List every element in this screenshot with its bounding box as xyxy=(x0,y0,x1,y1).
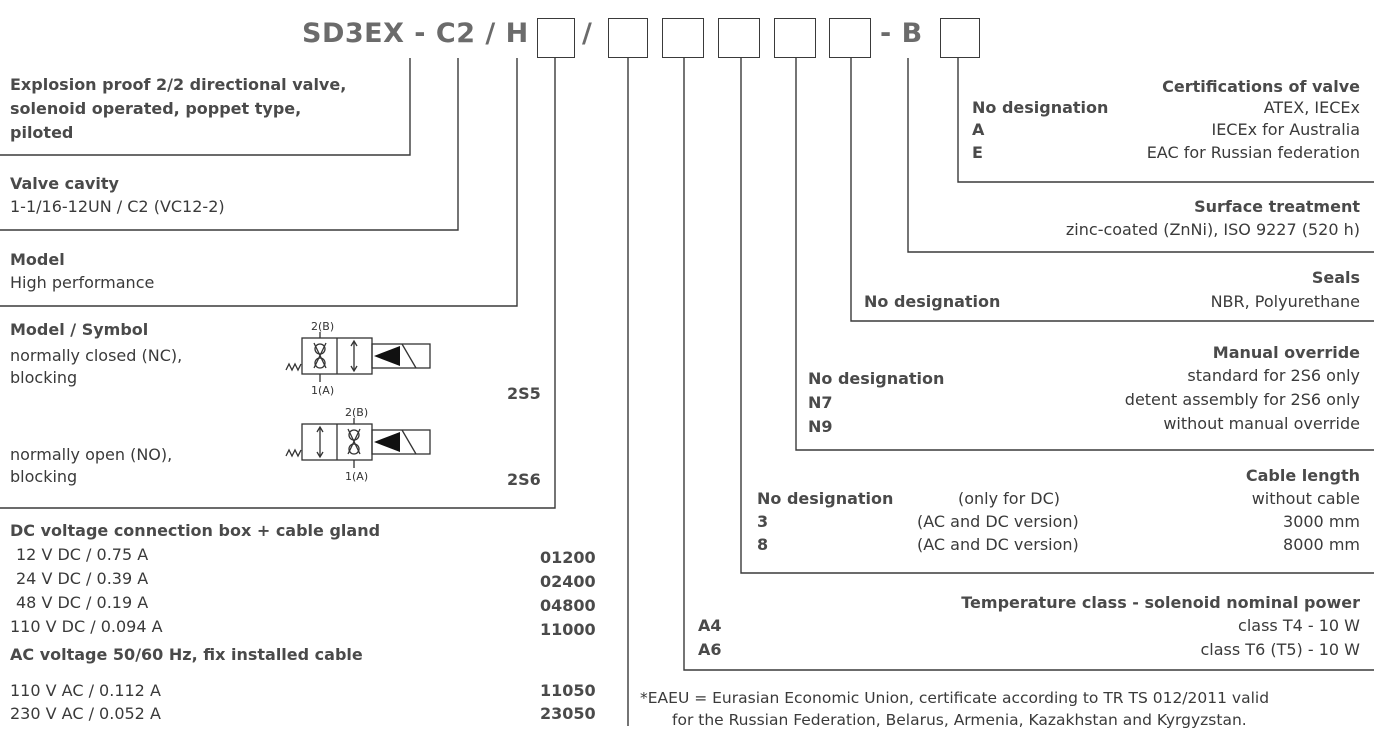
temp-key: A6 xyxy=(698,640,722,659)
product-title-line1: Explosion proof 2/2 directional valve, xyxy=(10,75,347,94)
leader-temperature xyxy=(683,58,1374,671)
dc-row-code: 11000 xyxy=(540,620,596,639)
code-slash: / xyxy=(582,18,593,49)
cable-title: Cable length xyxy=(1245,466,1360,485)
dc-row-label: 12 V DC / 0.75 A xyxy=(16,545,149,564)
product-title-line3: piloted xyxy=(10,123,74,142)
dc-row-label: 48 V DC / 0.19 A xyxy=(16,593,149,612)
ac-row-label: 230 V AC / 0.052 A xyxy=(10,704,161,723)
code-box-cable xyxy=(718,18,760,58)
override-title: Manual override xyxy=(1212,343,1360,362)
leader-cert xyxy=(957,58,1374,183)
temp-value: class T6 (T5) - 10 W xyxy=(1200,640,1361,659)
override-value: standard for 2S6 only xyxy=(1187,366,1360,385)
no-port-top: 2(B) xyxy=(345,406,368,419)
no-code: 2S6 xyxy=(507,470,541,489)
cert-key: A xyxy=(972,120,985,139)
cavity-title: Valve cavity xyxy=(10,174,119,193)
cable-note: (AC and DC version) xyxy=(917,535,1079,554)
cable-value: 3000 mm xyxy=(1283,512,1360,531)
leader-surface xyxy=(907,58,1374,253)
seals-value: NBR, Polyurethane xyxy=(1210,292,1360,311)
seals-key: No designation xyxy=(864,292,1001,311)
footnote-line2: for the Russian Federation, Belarus, Arm… xyxy=(672,711,1247,729)
nc-label-line1: normally closed (NC), xyxy=(10,346,183,365)
cavity-value: 1-1/16-12UN / C2 (VC12-2) xyxy=(10,197,225,216)
nc-valve-symbol: 2(B) 1(A) xyxy=(280,320,440,408)
cable-note: (AC and DC version) xyxy=(917,512,1079,531)
cert-key: E xyxy=(972,143,983,162)
dc-row-code: 02400 xyxy=(540,572,596,591)
override-key: No designation xyxy=(808,369,945,388)
nc-port-bottom: 1(A) xyxy=(311,384,334,397)
ac-row-code: 23050 xyxy=(540,704,596,723)
leader-seals xyxy=(850,58,1374,322)
symbol-title: Model / Symbol xyxy=(10,320,149,339)
nc-label-line2: blocking xyxy=(10,368,78,387)
no-port-bottom: 1(A) xyxy=(345,470,368,483)
temp-key: A4 xyxy=(698,616,722,635)
code-box-symbol xyxy=(537,18,575,58)
ac-row-label: 110 V AC / 0.112 A xyxy=(10,681,161,700)
no-label-line2: blocking xyxy=(10,467,78,486)
dc-row-code: 04800 xyxy=(540,596,596,615)
dc-title: DC voltage connection box + cable gland xyxy=(10,521,381,540)
footnote-line1: *EAEU = Eurasian Economic Union, certifi… xyxy=(640,689,1270,707)
leader-override xyxy=(795,58,1374,451)
override-key: N7 xyxy=(808,393,833,412)
cable-key: 3 xyxy=(757,512,769,531)
code-dash-b: - B xyxy=(880,18,923,49)
code-box-voltage xyxy=(608,18,648,58)
leader-model xyxy=(0,58,518,307)
cert-value: IECEx for Australia xyxy=(1211,120,1360,139)
nc-code: 2S5 xyxy=(507,384,541,403)
leader-cable xyxy=(740,58,1374,574)
leader-product xyxy=(0,58,411,156)
seals-title: Seals xyxy=(1311,268,1360,287)
code-prefix: SD3EX - C2 / H xyxy=(302,18,529,49)
leader-cavity xyxy=(0,58,459,231)
no-valve-symbol: 2(B) 1(A) xyxy=(280,406,440,494)
override-key: N9 xyxy=(808,417,833,436)
cable-key: 8 xyxy=(757,535,769,554)
model-title: Model xyxy=(10,250,65,269)
no-label-line1: normally open (NO), xyxy=(10,445,173,464)
ac-title: AC voltage 50/60 Hz, fix installed cable xyxy=(10,645,363,664)
cable-key: No designation xyxy=(757,489,894,508)
override-value: without manual override xyxy=(1163,414,1360,433)
surface-title: Surface treatment xyxy=(1194,197,1360,216)
code-box-seals xyxy=(829,18,871,58)
dc-row-label: 24 V DC / 0.39 A xyxy=(16,569,149,588)
model-value: High performance xyxy=(10,273,155,292)
code-box-override xyxy=(774,18,816,58)
cable-value: 8000 mm xyxy=(1283,535,1360,554)
cert-title: Certifications of valve xyxy=(1162,77,1360,96)
nc-port-top: 2(B) xyxy=(311,320,334,333)
cable-value: without cable xyxy=(1251,489,1360,508)
temp-value: class T4 - 10 W xyxy=(1238,616,1360,635)
override-value: detent assembly for 2S6 only xyxy=(1124,390,1360,409)
cable-note: (only for DC) xyxy=(958,489,1060,508)
cert-value: ATEX, IECEx xyxy=(1263,98,1360,117)
cert-value: EAC for Russian federation xyxy=(1146,143,1360,162)
leader-voltage xyxy=(0,58,556,509)
dc-row-label: 110 V DC / 0.094 A xyxy=(10,617,163,636)
cert-key: No designation xyxy=(972,98,1109,117)
temp-title: Temperature class - solenoid nominal pow… xyxy=(961,593,1360,612)
code-box-temperature xyxy=(662,18,704,58)
ac-row-code: 11050 xyxy=(540,681,596,700)
dc-row-code: 01200 xyxy=(540,548,596,567)
surface-value: zinc-coated (ZnNi), ISO 9227 (520 h) xyxy=(1065,220,1360,239)
product-title-line2: solenoid operated, poppet type, xyxy=(10,99,302,118)
code-box-cert xyxy=(940,18,980,58)
